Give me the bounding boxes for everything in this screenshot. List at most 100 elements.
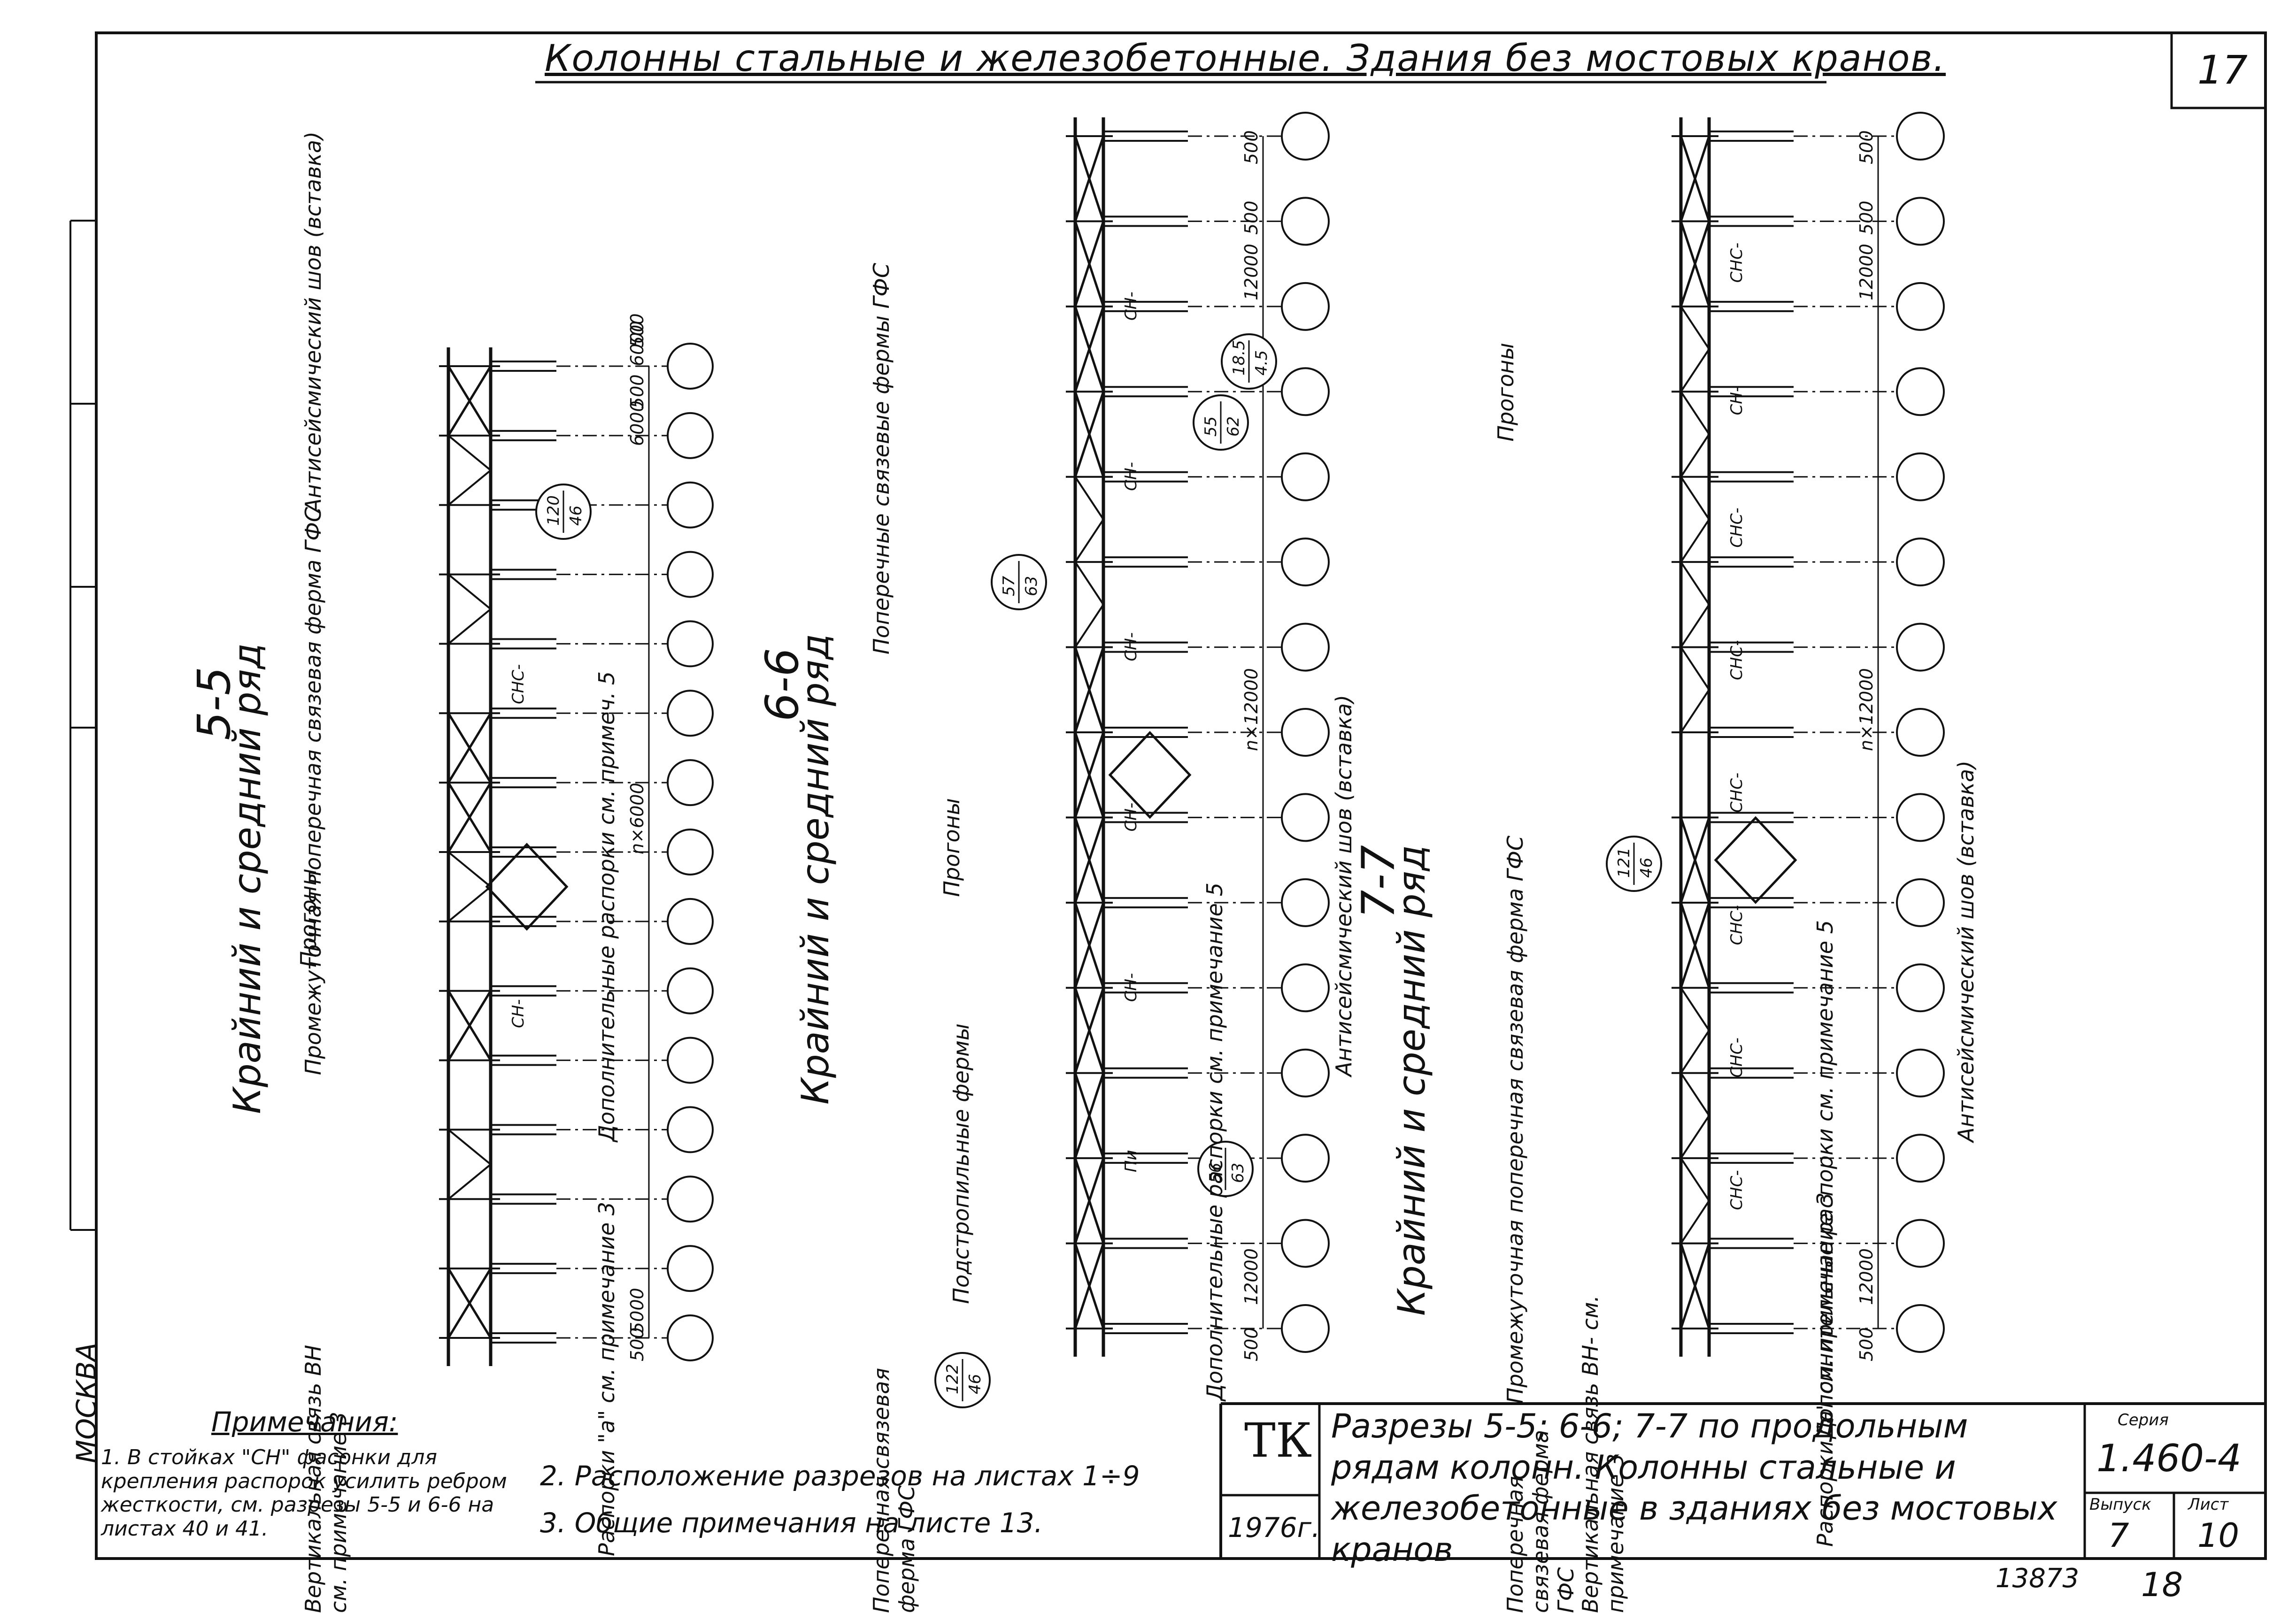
callout-55-struts-a: Распорки "а" см. примечание 3 [594,1202,619,1557]
detail-bubble-bottom: 63 [1022,576,1041,596]
dimension-label: n×12000 [1241,668,1262,751]
brace [1074,987,1105,1074]
section-6-6-subtitle: Крайний и средний ряд [794,634,837,1105]
callout-66-extra-struts: Дополнительные распорки см. примечание 5 [1202,883,1227,1401]
brace [1074,646,1105,733]
detail-bubble-top: 55 [1202,416,1220,437]
dimension-label: 12000 [1241,1248,1262,1305]
brace [1074,1072,1105,1159]
callout-55-seismic-joint: Антисейсмический шов (вставка) [300,131,326,513]
member-tag: СН- [1122,462,1140,491]
callout-55-extra-struts: Дополнительные распорки см. примеч. 5 [594,671,619,1142]
member-tag: СНС- [1727,773,1746,813]
detail-bubble-top: 18.5 [1230,340,1248,376]
brace [1680,476,1710,563]
axis-marker [1281,622,1330,672]
brace [1074,136,1105,222]
section-7-7-subtitle: Крайний и средний ряд [1390,845,1433,1316]
brace [447,1129,493,1200]
title-block-year: 1976г. [1228,1512,1320,1544]
section-5-5-subtitle: Крайний и средний ряд [225,643,269,1114]
notes-heading: Примечания: [211,1406,398,1438]
axis-marker [667,412,714,459]
member-tag: Пи [1122,1150,1140,1172]
dimension-label: 12000 [1856,1248,1877,1305]
brace [447,851,493,922]
dimension-label: 500 [1856,130,1877,164]
dimension-label: 12000 [1241,244,1262,300]
callout-66-purlins: Прогоны [939,798,964,897]
member-tag: СНС- [1727,640,1746,680]
axis-marker [1281,282,1330,331]
brace [1074,1243,1105,1329]
detail-bubble-bottom: 46 [567,506,586,526]
detail-bubble-bottom: 46 [1637,858,1656,878]
dimension-label: 500 [627,1327,647,1361]
brace [447,712,492,783]
axis-marker [1896,878,1945,927]
member-tag: СН- [1122,632,1140,661]
dimension-label: 500 [1856,1327,1877,1361]
axis-marker [1896,1134,1945,1183]
title-block-series-value: 1.460-4 [2096,1436,2242,1480]
member-tag: СНС- [1727,1170,1746,1210]
axis-marker [1896,708,1945,757]
axis-marker [1281,708,1330,757]
axis-marker [1896,793,1945,842]
dimension-label: 500 [627,374,647,408]
axis-marker [667,551,714,598]
title-block-logo: ТК [1244,1413,1312,1468]
member-tag: СН- [1122,292,1140,321]
detail-bubble-bottom: 63 [1229,1163,1248,1183]
stamp-city: МОСКВА [70,1343,102,1463]
brace [1074,1158,1105,1244]
dimension-label: 500 [1241,130,1262,164]
callout-77-intermediate-truss: Промежуточная поперечная связевая ферма … [1502,836,1528,1404]
axis-marker [667,1175,714,1223]
member-tag: СНС- [1727,507,1746,547]
axis-marker [1896,452,1945,501]
axis-marker [1896,622,1945,672]
brace [1680,1158,1710,1244]
note-2: 2. Расположение разрезов на листах 1÷9 [540,1460,1140,1492]
title-block-issue-value: 7 [2108,1516,2129,1555]
axis-marker [1281,878,1330,927]
detail-bubble-top: 120 [544,495,563,526]
brace [1680,646,1710,733]
brace [1074,476,1105,563]
callout-77-purlins: Прогоны [1493,343,1518,442]
detail-bubble-bottom: 4.5 [1252,350,1271,376]
note-3: 3. Общие примечания на листе 13. [540,1507,1043,1539]
brace [1680,391,1710,477]
axis-marker [667,759,714,806]
axis-marker [1281,963,1330,1013]
detail-bubble-top: 56 [1206,1163,1225,1183]
brace [1074,391,1105,477]
callout-66-seismic-joint: Антисейсмический шов (вставка) [1331,695,1356,1076]
note-1: 1. В стойках "СН" фасонки для крепления … [101,1445,507,1541]
axis-marker [1896,282,1945,331]
detail-bubble-bottom: 62 [1224,416,1243,437]
axis-marker [667,690,714,737]
title-block-sheet-label: Лист [2188,1495,2229,1514]
callout-77-extra-struts: Дополнительные распорки см. примечание 5 [1812,920,1838,1438]
title-block-sheet-value: 10 [2197,1516,2240,1555]
axis-marker [667,1106,714,1153]
member-tag: СНС- [1727,1037,1746,1077]
title-block-series-label: Серия [2118,1411,2169,1429]
brace [447,1267,492,1339]
vertical-brace-symbol [1714,816,1797,904]
axis-marker [1896,367,1945,416]
axis-marker [667,1314,714,1361]
member-tag: СН- [1122,973,1140,1002]
dimension-label: 5000 [627,1288,647,1333]
brace [1074,561,1105,648]
dimension-label: 500 [1856,200,1877,235]
footer-number: 13873 [1996,1563,2080,1594]
dimension-label: 12000 [1856,244,1877,300]
axis-marker [667,1245,714,1292]
dimension-label: n×12000 [1856,668,1877,751]
axis-marker [1281,197,1330,246]
